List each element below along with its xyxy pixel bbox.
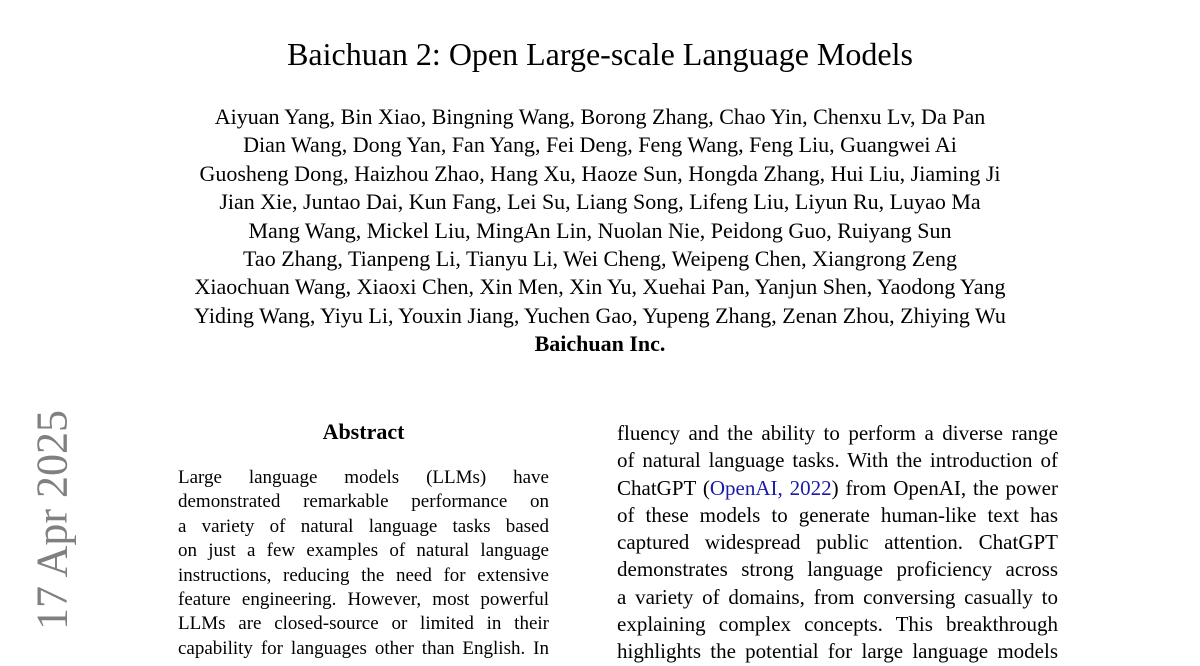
body-text: ChatGPT ( [617, 475, 710, 500]
body-line: demonstrates strong language proficiency… [617, 557, 1058, 582]
arxiv-date-stamp: 17 Apr 2025 [27, 410, 77, 630]
affiliation: Baichuan Inc. [534, 331, 666, 357]
paper-title: Baichuan 2: Open Large-scale Language Mo… [287, 36, 913, 72]
author-line: Guosheng Dong, Haizhou Zhao, Hang Xu, Ha… [199, 160, 1001, 186]
abstract-line: Large language models (LLMs) have [178, 467, 549, 488]
abstract-line: instructions, reducing the need for exte… [178, 564, 549, 586]
abstract-line: on just a few examples of natural langua… [178, 540, 549, 562]
body-line: captured widespread public attention. Ch… [617, 530, 1058, 555]
body-line: ChatGPT (OpenAI, 2022) from OpenAI, the … [617, 475, 1058, 502]
abstract-line: demonstrated remarkable performance on [178, 491, 549, 513]
author-line: Dian Wang, Dong Yan, Fan Yang, Fei Deng,… [243, 132, 957, 158]
abstract-line: capability for languages other than Engl… [178, 637, 549, 659]
abstract-line: LLMs are closed-source or limited in the… [178, 613, 549, 635]
body-line: highlights the potential for large langu… [617, 639, 1058, 664]
body-line: explaining complex concepts. This breakt… [617, 612, 1058, 637]
abstract-body: Large language models (LLMs) have demons… [178, 466, 549, 661]
author-line: Yiding Wang, Yiyu Li, Youxin Jiang, Yuch… [194, 302, 1006, 328]
author-line: Mang Wang, Mickel Liu, MingAn Lin, Nuola… [248, 217, 952, 243]
introduction-body: fluency and the ability to perform a div… [617, 420, 1058, 666]
body-line: of these models to generate human-like t… [617, 502, 1058, 527]
body-line: of natural language tasks. With the intr… [617, 448, 1058, 473]
body-line: a variety of domains, from conversing ca… [617, 584, 1058, 609]
body-line: fluency and the ability to perform a div… [617, 421, 1058, 445]
abstract-heading: Abstract [322, 419, 405, 444]
citation-link-openai[interactable]: OpenAI, 2022 [709, 475, 832, 500]
body-text: ) from OpenAI, the power [831, 475, 1058, 500]
author-line: Aiyuan Yang, Bin Xiao, Bingning Wang, Bo… [214, 104, 986, 129]
author-list: Aiyuan Yang, Bin Xiao, Bingning Wang, Bo… [0, 103, 1200, 359]
abstract-line: a variety of natural language tasks base… [178, 515, 549, 537]
abstract-line: feature engineering. However, most power… [178, 589, 549, 611]
author-line: Jian Xie, Juntao Dai, Kun Fang, Lei Su, … [219, 189, 981, 215]
author-line: Xiaochuan Wang, Xiaoxi Chen, Xin Men, Xi… [194, 274, 1006, 300]
author-line: Tao Zhang, Tianpeng Li, Tianyu Li, Wei C… [243, 246, 957, 272]
